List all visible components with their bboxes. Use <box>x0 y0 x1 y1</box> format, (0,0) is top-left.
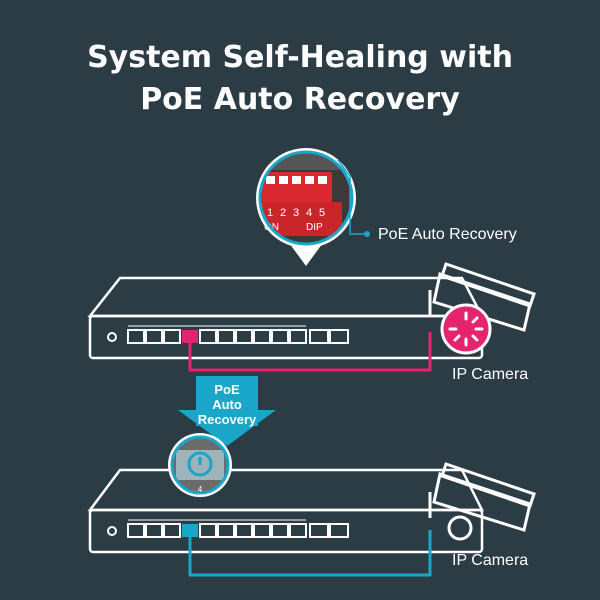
refresh-icon <box>187 451 213 477</box>
port-number: 4 <box>198 485 203 494</box>
title-line-1: System Self-Healing with <box>87 40 513 75</box>
dip-number-4: 4 <box>306 207 312 219</box>
dip-number-2: 2 <box>280 207 286 219</box>
switch-top <box>87 276 485 360</box>
loading-icon <box>448 311 484 347</box>
camera-bottom <box>428 462 536 541</box>
fault-port <box>182 330 198 343</box>
dip-number-5: 5 <box>319 207 325 219</box>
switch-bottom <box>87 468 485 554</box>
dip-number-3: 3 <box>293 207 299 219</box>
arrow-text-1: PoE <box>214 382 240 397</box>
recovered-port <box>182 524 198 537</box>
camera-label-bottom: IP Camera <box>452 552 529 569</box>
camera-top <box>428 262 536 355</box>
dip-dip-label: DIP <box>306 222 323 233</box>
arrow-text-3: Recovery <box>198 412 257 427</box>
camera-lens-icon <box>447 515 473 541</box>
dip-switch-zoom: 1 2 3 4 5 ON DIP <box>256 148 370 266</box>
dip-number-1: 1 <box>267 207 273 219</box>
title-line-2: PoE Auto Recovery <box>140 82 460 117</box>
recovered-cable <box>188 530 432 577</box>
fault-cable <box>188 332 432 372</box>
recovery-arrow <box>178 376 276 446</box>
arrow-text-2: Auto <box>212 397 242 412</box>
dip-callout-label: PoE Auto Recovery <box>378 226 517 243</box>
port-recovery-badge: 4 <box>168 433 232 497</box>
camera-label-top: IP Camera <box>452 366 529 383</box>
